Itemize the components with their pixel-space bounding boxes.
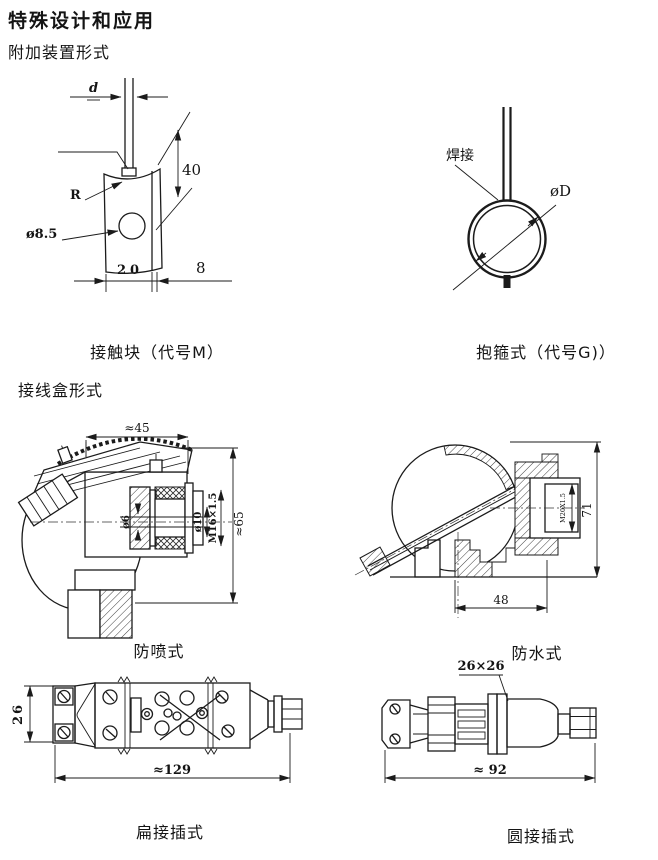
neck [409, 704, 429, 744]
dim-48-label: 48 [493, 593, 508, 607]
ribbed-collar [454, 703, 489, 745]
nipple-labels: ø6 ø10 M16×1.5 [121, 489, 225, 547]
contact-block-body [103, 167, 163, 274]
square-flange [487, 693, 508, 755]
label-bore-dia: ø10 [193, 512, 204, 533]
cable-gland [249, 689, 303, 741]
tube-gland [359, 546, 391, 577]
clamp-drawing: 焊接 øD [446, 107, 571, 291]
contact-holes [102, 689, 235, 741]
hex-nut [569, 707, 597, 739]
clamp-diameter: øD [452, 182, 571, 291]
caption-splash-proof: 防喷式 [133, 642, 185, 661]
caption-clamp: 抱箍式（代号G)） [476, 343, 616, 362]
dim-65: ≈65 [135, 447, 246, 604]
weld-label: 焊接 [446, 147, 474, 164]
dim-8-label: 8 [196, 259, 206, 277]
left-cap [52, 685, 76, 744]
contact-block-drawing: d 40 R ø8.5 20 8 [26, 78, 232, 292]
caption-flat-plug: 扁接插式 [135, 823, 204, 842]
plug-body [506, 698, 571, 748]
dim-65-label: ≈65 [232, 511, 246, 536]
clamp-rod [502, 107, 512, 201]
waterproof-drawing: M20X1.5 71 48 [354, 441, 601, 618]
thread-dim: M20X1.5 [559, 483, 576, 533]
plate-screw [149, 454, 163, 473]
contact-block-dim-d: d [70, 81, 168, 101]
dim-48: 48 [454, 560, 548, 613]
dim-92-label: ≈ 92 [473, 763, 507, 778]
label-thread: M20X1.5 [559, 493, 567, 523]
diameter-label: øD [550, 182, 571, 200]
clamp-ring [467, 199, 547, 288]
contact-block-rod [121, 78, 137, 177]
diagonal-tube [359, 470, 548, 577]
dim-40-label: 40 [182, 161, 201, 179]
clamp-weld-label: 焊接 [446, 147, 499, 201]
section-attachment-forms: 附加装置形式 [8, 43, 111, 62]
section-junction-box-forms: 接线盒形式 [18, 381, 104, 400]
label-probe-dia: ø6 [121, 515, 132, 529]
flat-plug-drawing: 26 [11, 676, 303, 783]
caption-contact-block: 接触块（代号M） [90, 343, 224, 362]
contact-block-dim-40: 40 [155, 111, 201, 231]
caption-waterproof: 防水式 [511, 644, 563, 663]
dim-45: ≈45 [85, 421, 189, 474]
caption-round-plug: 圆接插式 [506, 827, 575, 846]
splash-proof-drawing: ≈45 ≈65 ø6 ø10 M16×1.5 [17, 421, 246, 639]
dim-d-label: d [89, 81, 98, 96]
label-r: R [70, 188, 81, 203]
label-hole: ø8.5 [26, 227, 57, 242]
body-shell [74, 676, 251, 755]
sphere-hatch-band [443, 444, 515, 491]
round-plug-drawing: 26×26 ≈ 92 [381, 659, 597, 783]
label-thread: M16×1.5 [208, 493, 219, 544]
contact-block-label-R: R [70, 181, 123, 203]
dim-26: 26 [11, 685, 53, 743]
dim-20-label: 20 [117, 263, 143, 278]
clamp-tab [503, 275, 511, 288]
knurled-collar [427, 696, 456, 752]
leader-line [58, 151, 129, 170]
left-cap [381, 699, 411, 749]
dim-26-label: 26 [11, 703, 26, 725]
contact-block-dim-20-8: 20 8 [74, 259, 232, 292]
dim-71: 71 [510, 441, 601, 578]
dim-92: ≈ 92 [384, 743, 596, 783]
bottom-fitting [67, 569, 136, 639]
contact-block-label-hole: ø8.5 [26, 227, 119, 242]
dim-129: ≈129 [54, 733, 291, 783]
dim-45-label: ≈45 [124, 421, 149, 435]
page-title: 特殊设计和应用 [8, 10, 156, 32]
dim-129-label: ≈129 [153, 763, 191, 778]
square-label: 26×26 [457, 659, 509, 702]
cap-screw [57, 445, 73, 465]
cable-boss [17, 473, 79, 527]
dim-71-label: 71 [580, 502, 594, 517]
label-26x26: 26×26 [457, 659, 504, 674]
